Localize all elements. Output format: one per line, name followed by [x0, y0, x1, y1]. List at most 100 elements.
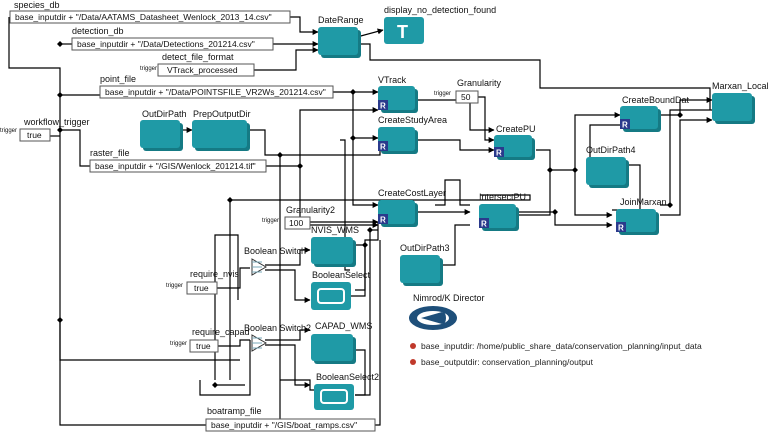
svg-text:BooleanSelect2: BooleanSelect2: [316, 372, 379, 382]
actor-boolean-select[interactable]: BooleanSelect: [311, 270, 371, 310]
source-raster-file[interactable]: raster_file base_inputdir + "/GIS/Wenloc…: [89, 148, 267, 173]
source-species-db[interactable]: species_db base_inputdir + "/Data/AATAMS…: [9, 0, 291, 24]
actor-prep-output-dir[interactable]: PrepOutputDir: [192, 109, 251, 151]
svg-text:Boolean Switch: Boolean Switch: [244, 246, 306, 256]
svg-text:detect_file_format: detect_file_format: [162, 52, 234, 62]
svg-text:PrepOutputDir: PrepOutputDir: [193, 109, 251, 119]
svg-text:trigger: trigger: [166, 283, 183, 289]
svg-text:trigger: trigger: [140, 66, 157, 72]
source-granularity2[interactable]: Granularity2 trigger 100: [262, 205, 335, 230]
actor-marxan-local[interactable]: Marxan_Local: [712, 81, 768, 124]
svg-text:CAPAD_WMS: CAPAD_WMS: [315, 321, 372, 331]
svg-text:true: true: [196, 341, 211, 351]
source-point-file[interactable]: point_file base_inputdir + "/Data/POINTS…: [99, 74, 334, 99]
junction-diamond: [367, 227, 373, 233]
svg-text:R: R: [622, 121, 628, 130]
svg-text:BooleanSelect: BooleanSelect: [312, 270, 371, 280]
source-workflow-trigger[interactable]: workflow_trigger trigger true: [0, 117, 90, 142]
junctions: [57, 41, 683, 388]
svg-text:VTrack_processed: VTrack_processed: [167, 65, 238, 75]
actor-display-no-detection-found[interactable]: display_no_detection_found T: [384, 5, 496, 44]
actor-out-dir-path[interactable]: OutDirPath: [140, 109, 187, 151]
source-boatramp-file[interactable]: boatramp_file base_inputdir + "/GIS/boat…: [205, 406, 376, 432]
svg-text:trigger: trigger: [434, 91, 451, 97]
param-text: base_outputdir: conservation_planning/ou…: [421, 357, 594, 367]
actor-vtrack[interactable]: VTrack R: [378, 75, 418, 113]
junction-diamond: [362, 242, 368, 248]
source-granularity[interactable]: Granularity trigger 50: [434, 78, 502, 104]
svg-text:point_file: point_file: [100, 74, 136, 84]
junction-diamond: [350, 135, 356, 141]
svg-text:OutDirPath: OutDirPath: [142, 109, 187, 119]
actor-intersect-pu[interactable]: IntersectPU R: [479, 192, 526, 231]
director[interactable]: Nimrod/K Director: [409, 293, 485, 330]
svg-text:R: R: [618, 224, 624, 233]
junction-diamond: [57, 317, 63, 323]
junction-diamond: [350, 89, 356, 95]
svg-text:detection_db: detection_db: [72, 26, 124, 36]
svg-text:100: 100: [289, 218, 303, 228]
svg-text:require_nvis: require_nvis: [190, 269, 240, 279]
svg-text:R: R: [380, 102, 386, 111]
junction-diamond: [667, 202, 673, 208]
actor-create-study-area[interactable]: CreateStudyArea R: [378, 115, 447, 154]
svg-text:IntersectPU: IntersectPU: [479, 192, 526, 202]
svg-text:CreateCostLayer: CreateCostLayer: [378, 188, 446, 198]
junction-diamond: [572, 167, 578, 173]
svg-text:trigger: trigger: [0, 128, 17, 134]
svg-text:Granularity2: Granularity2: [286, 205, 335, 215]
svg-text:JoinMarxan: JoinMarxan: [620, 197, 667, 207]
actor-create-cost-layer[interactable]: CreateCostLayer R: [378, 188, 446, 227]
junction-diamond: [552, 209, 558, 215]
svg-text:DateRange: DateRange: [318, 15, 364, 25]
svg-text:Nimrod/K Director: Nimrod/K Director: [413, 293, 485, 303]
junction-diamond: [57, 41, 63, 47]
param-marker-icon: [410, 343, 416, 349]
svg-text:CreateBoundDat: CreateBoundDat: [622, 95, 690, 105]
svg-text:raster_file: raster_file: [90, 148, 130, 158]
svg-text:workflow_trigger: workflow_trigger: [23, 117, 90, 127]
svg-text:CreateStudyArea: CreateStudyArea: [378, 115, 447, 125]
director-param-base-outputdir[interactable]: base_outputdir: conservation_planning/ou…: [410, 357, 593, 367]
source-require-nvis[interactable]: require_nvis trigger true: [166, 269, 240, 295]
svg-text:CreatePU: CreatePU: [496, 124, 536, 134]
svg-text:R: R: [481, 220, 487, 229]
svg-text:base_inputdir + "/GIS/boat_ram: base_inputdir + "/GIS/boat_ramps.csv": [211, 420, 357, 430]
source-require-capad[interactable]: require_capad trigger true: [170, 327, 250, 353]
svg-text:Boolean Switch2: Boolean Switch2: [244, 323, 311, 333]
source-detect-file-format[interactable]: detect_file_format trigger VTrack_proces…: [140, 52, 255, 77]
actor-capad-wms[interactable]: CAPAD_WMS: [311, 321, 372, 364]
actor-create-bound-dat[interactable]: CreateBoundDat R: [620, 95, 690, 132]
svg-text:Marxan_Local: Marxan_Local: [712, 81, 768, 91]
junction-diamond: [677, 112, 683, 118]
actor-boolean-select2[interactable]: BooleanSelect2: [314, 372, 379, 410]
svg-text:trigger: trigger: [262, 218, 279, 224]
svg-text:base_inputdir + "/Data/AATAMS_: base_inputdir + "/Data/AATAMS_Datasheet_…: [15, 12, 272, 22]
junction-diamond: [57, 127, 63, 133]
svg-text:OutDirPath3: OutDirPath3: [400, 243, 450, 253]
svg-text:R: R: [496, 149, 502, 158]
param-text: base_inputdir: /home/public_share_data/c…: [421, 341, 702, 351]
actor-date-range[interactable]: DateRange: [318, 15, 364, 58]
actor-nvis-wms[interactable]: NVIS_WMS: [311, 225, 359, 267]
svg-text:display_no_detection_found: display_no_detection_found: [384, 5, 496, 15]
source-detection-db[interactable]: detection_db base_inputdir + "/Data/Dete…: [71, 26, 274, 51]
actor-out-dir-path3[interactable]: OutDirPath3: [400, 243, 450, 286]
junction-diamond: [57, 92, 63, 98]
svg-text:OutDirPath4: OutDirPath4: [586, 145, 636, 155]
actor-join-marxan[interactable]: JoinMarxan R: [616, 197, 667, 235]
svg-text:require_capad: require_capad: [192, 327, 250, 337]
svg-text:50: 50: [461, 92, 471, 102]
actor-boolean-switch2[interactable]: Boolean Switch2: [244, 323, 311, 352]
svg-text:base_inputdir + "/Data/Detecti: base_inputdir + "/Data/Detections_201214…: [77, 39, 255, 49]
director-param-base-inputdir[interactable]: base_inputdir: /home/public_share_data/c…: [410, 341, 702, 351]
svg-text:T: T: [397, 22, 408, 42]
svg-text:true: true: [194, 283, 209, 293]
svg-text:base_inputdir + "/GIS/Wenlock_: base_inputdir + "/GIS/Wenlock_201214.tif…: [95, 161, 256, 171]
svg-text:Granularity: Granularity: [457, 78, 502, 88]
actor-boolean-switch[interactable]: Boolean Switch: [244, 246, 306, 276]
svg-text:boatramp_file: boatramp_file: [207, 406, 262, 416]
actor-out-dir-path4[interactable]: OutDirPath4: [586, 145, 636, 188]
actor-create-pu[interactable]: CreatePU R: [494, 124, 536, 160]
